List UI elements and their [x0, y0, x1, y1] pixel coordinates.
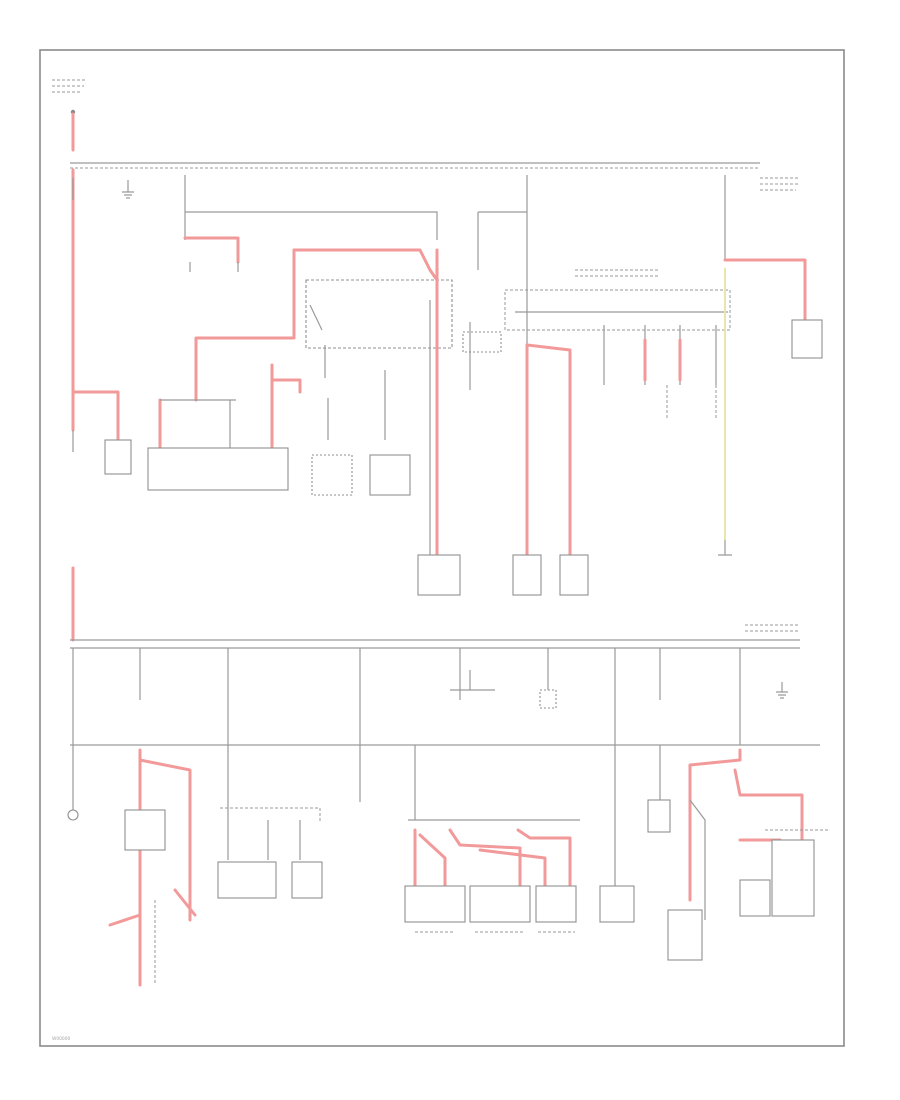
- mid-relay-box: [539, 689, 557, 709]
- bottom-left-red-2: [138, 758, 192, 922]
- relay-output-box-1: [311, 454, 353, 496]
- relay-leg-left: [327, 370, 386, 440]
- module-228-drops: [227, 820, 301, 860]
- connector-drops: [603, 325, 717, 385]
- fuse-3-dashed-block: [462, 331, 502, 353]
- switch-bank-box-a: [404, 885, 466, 923]
- bottom-left-terminal: [67, 809, 79, 821]
- control-module-top: [147, 447, 289, 491]
- module-side-red-2: [270, 378, 302, 394]
- switch-bank-red-2: [418, 833, 447, 888]
- right-module-top: [791, 319, 823, 359]
- fuse-3-red-branch: [525, 343, 572, 557]
- switch-bank-red-4: [516, 828, 572, 888]
- right-ground-symbol: [776, 682, 788, 699]
- fuse-2-red-branch: [183, 236, 240, 264]
- bottom-left-red-3: [108, 888, 197, 927]
- right-group-box-a: [667, 909, 703, 961]
- middle-fuse-drops: [72, 648, 741, 745]
- connector-block-outline: [504, 289, 731, 331]
- fuse-3-box-b: [559, 554, 589, 596]
- module-660-box: [647, 799, 671, 833]
- bottom-section: [67, 745, 830, 987]
- top-ground-symbol: [122, 180, 134, 199]
- middle-bus-section: [70, 566, 820, 746]
- label-hint-4: [745, 624, 800, 632]
- module-228-dashed: [220, 807, 321, 822]
- switch-bank-red-5: [478, 848, 547, 888]
- right-group-box-b: [739, 879, 771, 917]
- fuse-2-legs: [189, 262, 239, 272]
- switch-bank-box-c: [535, 885, 577, 923]
- mid-relay-symbol: [450, 670, 495, 691]
- switch-bank-box-b: [469, 885, 531, 923]
- right-red-feed: [723, 258, 807, 322]
- left-lamp-module: [104, 439, 132, 475]
- relay-drop-wire: [194, 248, 296, 402]
- right-group-red-2: [733, 768, 804, 862]
- fuse-2-bus: [185, 211, 438, 240]
- top-section: [70, 109, 823, 596]
- diagram-frame: [39, 49, 845, 1047]
- label-hint-2: [760, 177, 800, 191]
- left-branch-wire: [71, 390, 120, 442]
- yellow-wire-end: [718, 540, 732, 556]
- module-228-box-a: [217, 861, 277, 899]
- relay-feed-wire: [292, 248, 439, 282]
- label-hint-1: [52, 79, 86, 93]
- relay-switch: [309, 304, 326, 378]
- label-hint-3: [575, 269, 660, 277]
- fuse-3-loop: [469, 211, 527, 390]
- fuse-3-box-a: [512, 554, 542, 596]
- module-228-box-b: [291, 861, 323, 899]
- right-group-box-c: [771, 839, 815, 917]
- relay-box-dashed: [305, 279, 453, 349]
- footer-code: W00000: [52, 1036, 71, 1042]
- connector-dashed-drops: [666, 385, 717, 420]
- module-615-box: [599, 885, 635, 923]
- bottom-left-module: [124, 809, 166, 851]
- relay-output-box-2: [369, 454, 411, 496]
- text-placeholders: [52, 79, 800, 933]
- center-bottom-box: [417, 554, 461, 596]
- switch-bank-red-3: [448, 828, 522, 888]
- right-group-grey-1: [689, 799, 706, 920]
- right-group-red-1: [688, 748, 742, 902]
